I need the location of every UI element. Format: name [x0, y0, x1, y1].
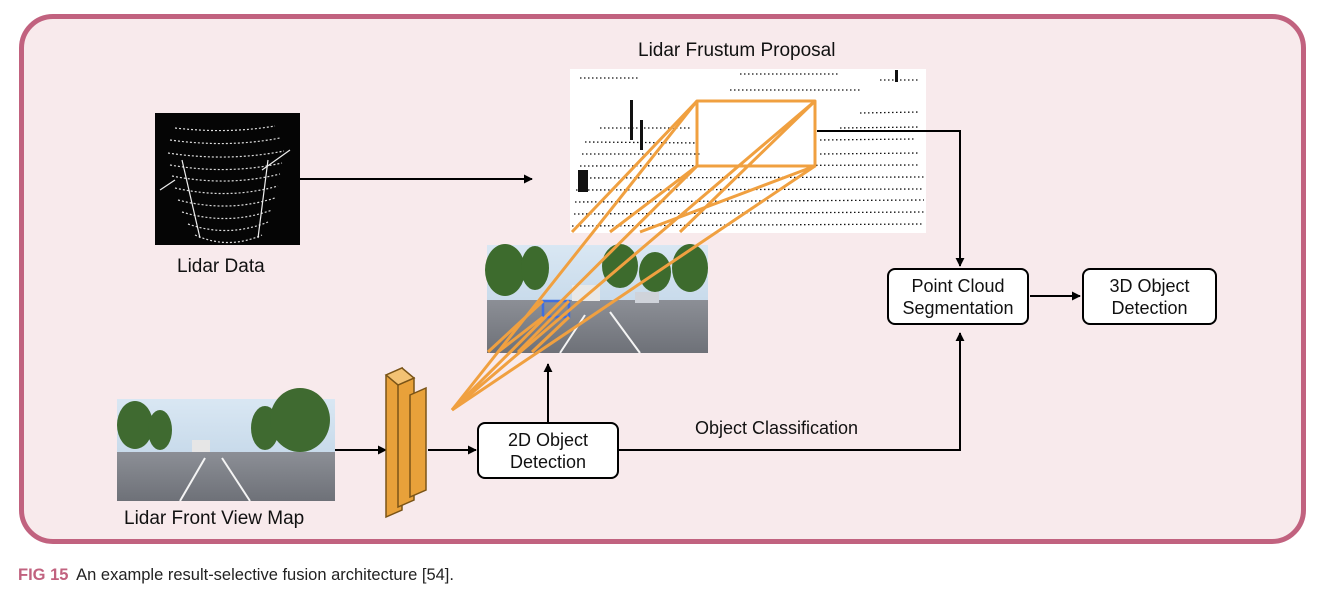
box-2d-object-detection: 2D Object Detection: [477, 422, 619, 479]
front-view-map-image: [117, 388, 335, 502]
box-3d-object-detection: 3D Object Detection: [1082, 268, 1217, 325]
arrow-classification-to-segmentation: [619, 332, 965, 451]
box-2d-line1: 2D Object: [507, 429, 589, 450]
figure-number: FIG 15: [18, 566, 69, 584]
lidar-frustum-image: [570, 69, 926, 234]
front-view-label: Lidar Front View Map: [124, 508, 305, 529]
object-classification-label: Object Classification: [695, 418, 859, 438]
box-pcs-line1: Point Cloud: [911, 275, 1005, 296]
box-pcs-line2: Segmentation: [902, 297, 1014, 318]
lidar-frustum-title: Lidar Frustum Proposal: [638, 40, 836, 61]
arrow-frustum-to-segmentation: [817, 130, 965, 267]
box-3d-line1: 3D Object: [1109, 275, 1190, 296]
cnn-block: [384, 366, 427, 519]
lidar-data-image: [155, 113, 300, 245]
figure-caption: FIG 15 An example result-selective fusio…: [18, 566, 454, 585]
frustum-projection-lines: [450, 99, 816, 412]
box-3d-line2: Detection: [1111, 297, 1188, 318]
box-point-cloud-segmentation: Point Cloud Segmentation: [887, 268, 1029, 325]
caption-text: An example result-selective fusion archi…: [76, 566, 454, 584]
lidar-data-label: Lidar Data: [177, 256, 265, 277]
box-2d-line2: Detection: [509, 451, 587, 472]
